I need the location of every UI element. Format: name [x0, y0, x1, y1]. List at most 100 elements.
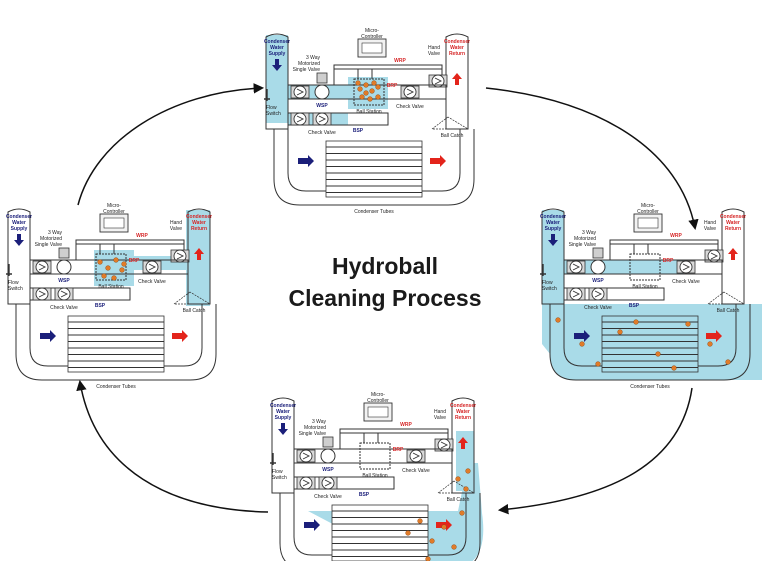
ball — [707, 341, 713, 347]
supply-valve — [290, 85, 310, 99]
flow-switch-label: Switch — [272, 475, 287, 481]
inlet-arrow — [574, 330, 590, 342]
ball — [105, 265, 111, 271]
three-way-valve — [56, 259, 72, 275]
controller-screen — [361, 42, 383, 54]
condenser-shell — [15, 304, 217, 381]
flow-switch-symbol — [540, 264, 546, 276]
wrp-line — [339, 428, 449, 449]
ball-station-neck — [99, 243, 115, 254]
ball — [455, 476, 461, 482]
upper-check-valve — [676, 260, 696, 274]
upper-pipe — [293, 448, 453, 464]
hand-valve-label: Valve — [428, 51, 440, 57]
flow-switch-label: Switch — [542, 286, 557, 292]
flow-switch-symbol — [6, 264, 12, 276]
ball — [121, 261, 127, 267]
valve-actuator — [592, 247, 604, 259]
three-way-label: Single Valve — [299, 431, 327, 437]
three-way-label: 3 Way — [48, 230, 62, 236]
three-way-valve — [590, 259, 606, 275]
three-way-label: Motorized — [298, 61, 320, 67]
ball — [429, 538, 435, 544]
ball — [655, 351, 661, 357]
return-header — [445, 33, 469, 130]
cycle-arrows — [76, 83, 699, 515]
condenser-tubes-label: Condenser Tubes — [354, 209, 394, 215]
wsp-label: WSP — [58, 278, 70, 284]
main-title: Hydroball Cleaning Process — [270, 250, 500, 314]
three-way-valve — [320, 448, 336, 464]
check-valve-label-upper: Check Valve — [672, 279, 700, 285]
ball — [617, 329, 623, 335]
ball — [441, 524, 447, 530]
ball-station — [353, 78, 385, 106]
valve-actuator — [316, 72, 328, 84]
ball-station-neck — [363, 432, 379, 443]
supply-valve — [296, 449, 316, 463]
hand-valve-label: Valve — [704, 226, 716, 232]
wsp-label: WSP — [322, 467, 334, 473]
ball-catch-label: Ball Catch — [717, 308, 740, 314]
panel-bottom: CondenserWaterSupplyCondenserWaterReturn… — [270, 392, 484, 566]
controller-screen — [637, 217, 659, 229]
supply-label: Condenser — [540, 214, 566, 220]
ball — [119, 267, 125, 273]
ball-station-neck — [633, 243, 649, 254]
return-label: Condenser — [444, 39, 470, 45]
lower-pipe — [563, 287, 665, 301]
ball — [97, 259, 103, 265]
arrow-top-to-right — [485, 87, 699, 231]
main-title-line1: Hydroball — [331, 253, 439, 279]
outlet-arrow — [706, 330, 722, 342]
supply-label: Water — [12, 220, 26, 226]
bsp-valve — [290, 112, 310, 126]
bsp-label: BSP — [95, 303, 106, 309]
ball-station-label: Ball Station — [362, 473, 388, 479]
wrp-line — [609, 239, 719, 260]
balls — [555, 317, 731, 371]
panel-right: CondenserWaterSupplyCondenserWaterReturn… — [540, 203, 762, 390]
return-label: Water — [726, 220, 740, 226]
return-label: Return — [455, 415, 471, 421]
supply-label: Supply — [275, 415, 292, 421]
ball — [113, 257, 119, 263]
supply-valve — [566, 260, 586, 274]
ball-catch-label: Ball Catch — [183, 308, 206, 314]
upper-check-valve — [406, 449, 426, 463]
valve-actuator — [322, 436, 334, 448]
ball — [359, 94, 365, 100]
return-label: Return — [725, 226, 741, 232]
arrow-bottom-to-left — [76, 379, 269, 513]
flow-switch-label: Flow — [8, 280, 19, 286]
inlet-arrow — [298, 155, 314, 167]
wrp-label: WRP — [670, 233, 682, 239]
three-way-label: Motorized — [574, 236, 596, 242]
controller-label: Controller — [637, 209, 659, 215]
condenser-tube-bank — [601, 315, 699, 373]
hand-valve-label: Hand — [704, 220, 716, 226]
return-header — [187, 208, 211, 305]
supply-label: Supply — [11, 226, 28, 232]
wsp-label: WSP — [316, 103, 328, 109]
return-header — [721, 208, 745, 305]
inlet-arrow — [40, 330, 56, 342]
return-up-arrow — [452, 73, 462, 85]
check-valve-label-lower: Check Valve — [314, 494, 342, 500]
arrow-right-to-bottom — [497, 387, 693, 515]
hand-valve — [434, 438, 454, 452]
bsp-valve — [296, 476, 316, 490]
return-label: Return — [191, 226, 207, 232]
hand-valve — [704, 249, 724, 263]
return-label: Condenser — [450, 403, 476, 409]
ball-station-neck — [357, 68, 373, 79]
inlet-arrow — [304, 519, 320, 531]
supply-down-arrow — [278, 423, 288, 435]
hand-valve-label: Valve — [170, 226, 182, 232]
ball — [367, 96, 373, 102]
water-fill — [94, 250, 134, 286]
flow-switch-label: Flow — [266, 105, 277, 111]
supply-down-arrow — [272, 59, 282, 71]
lower-check-valve — [318, 476, 338, 490]
